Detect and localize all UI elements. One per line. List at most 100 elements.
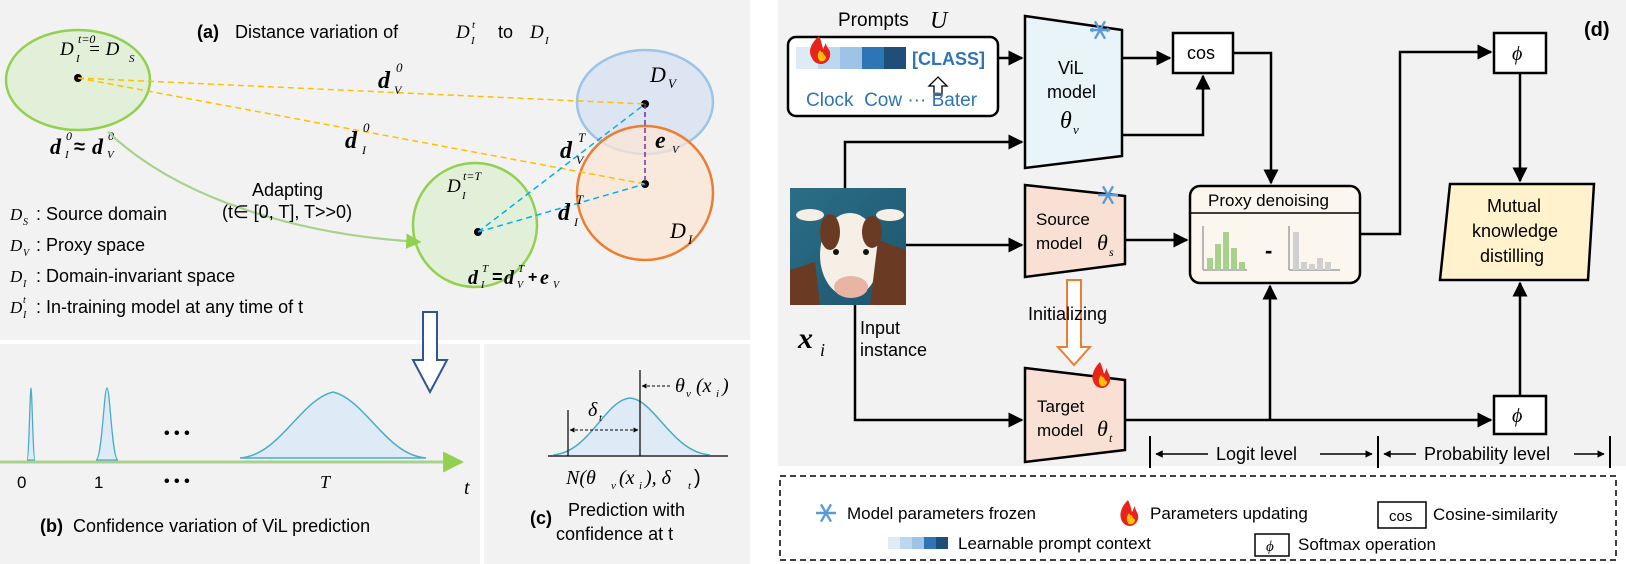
spike-t0 [26, 387, 36, 461]
legend-invariant-symbol: D [9, 267, 23, 286]
dvT-label: d [560, 138, 573, 164]
model-to-proxy-line [477, 103, 646, 233]
snowflake-icon [1089, 20, 1111, 40]
vil-model-block [1023, 14, 1124, 170]
c-normal: N(θ [565, 467, 596, 489]
panel-b-caption: Confidence variation of ViL prediction [73, 516, 370, 536]
fire-icon [1120, 500, 1139, 526]
legend-ctx-4 [924, 537, 936, 549]
dvT-sup: T [578, 130, 586, 145]
target-model-line1: Target [1037, 397, 1085, 416]
xi-sub: i [820, 340, 825, 360]
model-sub: I [461, 190, 467, 202]
panel-a-title-dt: D [455, 22, 470, 43]
fire-icon [810, 36, 831, 64]
prompts-label: Prompts [838, 10, 909, 31]
c-normal-delta-sub: t [688, 480, 692, 492]
dv0-sub: V [394, 83, 403, 97]
legend-proxy-sub: V [23, 248, 31, 259]
c-normal-end: ), δ [644, 467, 672, 489]
c-normal-sub: v [611, 480, 616, 492]
mkd-line1: Mutual [1487, 196, 1541, 216]
c-normal-rest: (x [619, 467, 635, 489]
eq-dvT-sub: V [517, 280, 525, 291]
panel-a-title: Distance variation of [235, 22, 399, 42]
panel-d-tag: (d) [1584, 19, 1610, 41]
source-domain-sub: I [75, 53, 81, 65]
c-x-close: ) [721, 375, 729, 397]
eq-evi: e [540, 267, 549, 289]
approx-di0-sup: 0 [66, 129, 72, 143]
eq-diT-sub: I [480, 280, 485, 291]
legend-model-symbol: D [9, 298, 23, 317]
legend-phi-label: ϕ [1266, 539, 1274, 555]
c-x: (x [696, 375, 712, 397]
legend-ctx-2 [900, 537, 912, 549]
mkd-line3: distilling [1480, 246, 1544, 266]
legend-ctx-3 [912, 537, 924, 549]
legend-updating: Parameters updating [1150, 504, 1308, 523]
dv0-sup: 0 [396, 60, 403, 75]
target-model-line2: model [1037, 421, 1083, 440]
diT-sup: T [576, 192, 584, 207]
panel-c-caption-2: confidence at t [556, 524, 673, 544]
legend-source-text: : Source domain [36, 204, 167, 224]
c-x-sub: i [716, 388, 719, 400]
prompt-ctx-4 [862, 47, 884, 69]
legend-ctx-5 [936, 537, 948, 549]
legend-cos-label: cos [1389, 508, 1412, 525]
axis-t: t [464, 477, 470, 499]
source-model-line2: model [1036, 234, 1082, 253]
panel-b-tag: (b) [40, 516, 63, 536]
adapting-label: Adapting [252, 180, 323, 200]
c-normal-x-sub: i [639, 480, 642, 492]
input-image-cow [790, 188, 906, 305]
mutual-knowledge-distilling-box [1438, 182, 1596, 282]
eq-dvT: d [504, 267, 515, 289]
legend-model-sup: t [23, 295, 26, 306]
legend-bottom: Model parameters frozen Parameters updat… [779, 475, 1617, 561]
phi-box-top [1492, 31, 1548, 75]
legend-cosine: Cosine-similarity [1433, 505, 1558, 524]
legend-phi-box [1254, 533, 1290, 557]
panel-a: (a) Distance variation of D t I to D I D… [4, 19, 715, 395]
prompt-ctx-3 [840, 47, 862, 69]
panel-b: • • • 0 1 • • • T t (b) Confidence varia… [0, 387, 470, 536]
legend-cos-box [1377, 501, 1427, 529]
vil-model-line2: model [1047, 82, 1096, 102]
approx-sign: ≈ [74, 136, 85, 158]
dv0-label: d [378, 68, 391, 94]
eq-dvT-sup: T [518, 263, 525, 275]
e-vi-label: e [655, 128, 666, 154]
fire-icon [1092, 362, 1111, 388]
eq-evi-sub: V [553, 280, 561, 291]
tick-0: 0 [17, 473, 26, 492]
c-gaussian [552, 397, 711, 456]
panel-a-title-di: D [529, 22, 544, 43]
source-to-invariant-line [77, 77, 646, 185]
proxy-space-sub: V [668, 76, 678, 91]
target-model-block [1023, 366, 1127, 464]
c-delta: δ [588, 399, 598, 421]
proxy-space-label: D [649, 62, 666, 87]
input-line1: Input [860, 318, 900, 338]
legend-invariant-sub: I [22, 279, 27, 290]
diT-sub: I [573, 215, 579, 229]
eq-diT-sup: T [482, 263, 489, 275]
proxy-denoising-label: Proxy denoising [1208, 191, 1329, 210]
e-vi-sub: V [672, 144, 680, 156]
panel-a-title-dt-sup: t [472, 19, 476, 31]
source-domain-eq: = D [88, 39, 120, 60]
approx-dv0: d [92, 134, 104, 159]
source-to-proxy-line [77, 77, 646, 105]
source-model-block [1023, 183, 1127, 279]
legend-proxy-text: : Proxy space [36, 235, 145, 255]
invariant-space-sub: I [687, 232, 693, 247]
panel-c-caption-1: Prediction with [568, 500, 685, 520]
invariant-space-ellipse [575, 124, 715, 262]
adapting-arrow [107, 131, 422, 249]
legend-proxy-symbol: D [9, 236, 23, 255]
c-theta: θ [675, 375, 685, 397]
model-label: D [446, 176, 461, 197]
xi-label: x [797, 322, 813, 355]
